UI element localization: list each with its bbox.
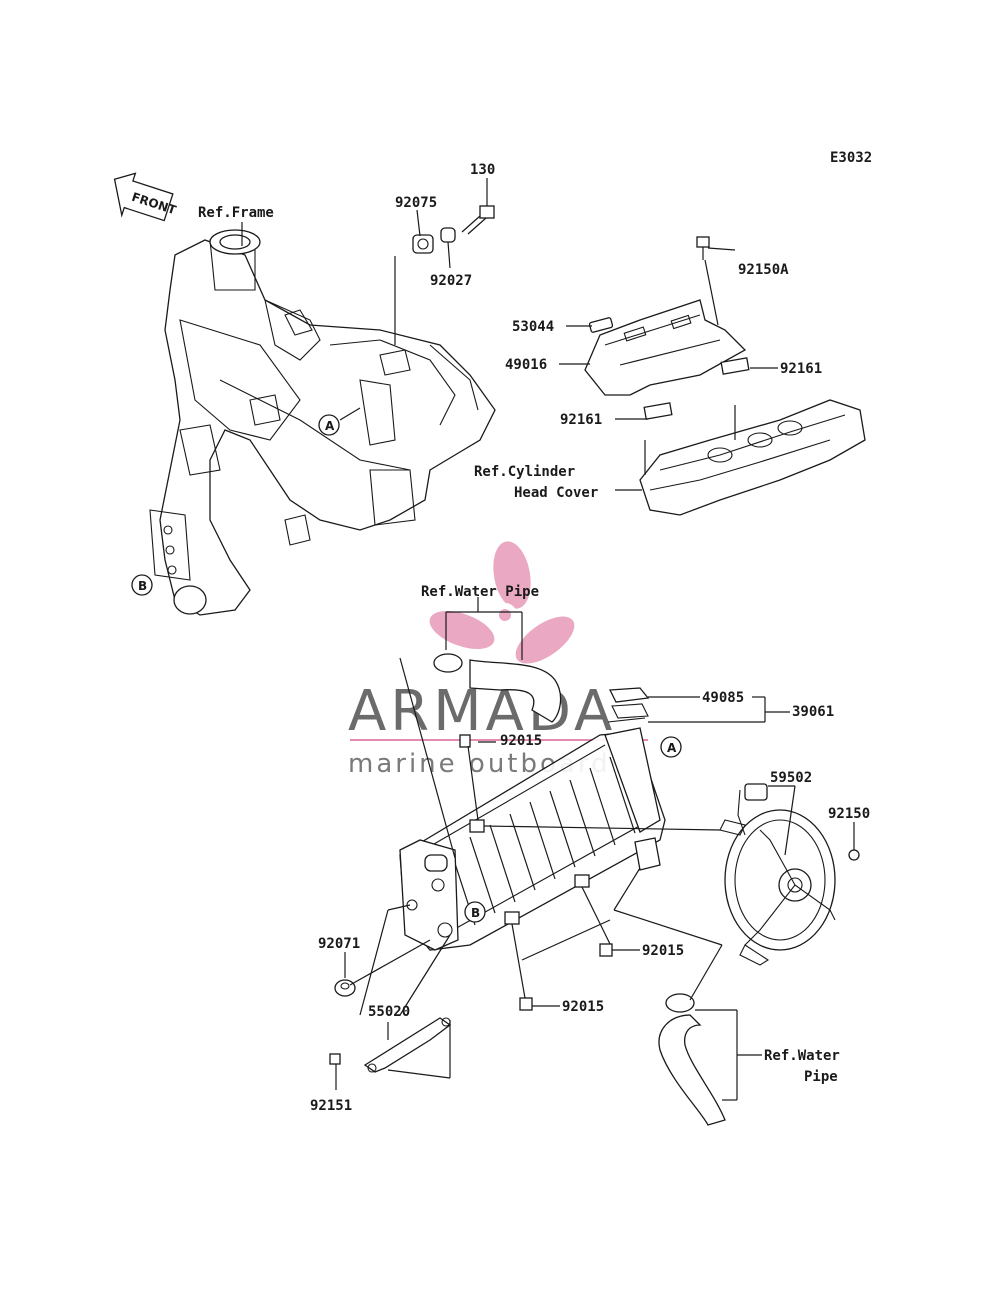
radiator-cap-49085 [607,687,650,723]
fan-assembly-59502 [719,783,836,966]
cover-plate-49016 [584,299,747,396]
damper-92161-right [720,357,750,375]
grommet-92071 [334,979,356,997]
svg-text:A: A [325,419,335,433]
clip-92015-top [459,734,471,748]
svg-text:B: B [138,579,147,593]
grommet-92075 [412,234,434,254]
marker-a-radiator: A [660,736,682,758]
ref-cylinder-label-1: Ref.Cylinder [474,464,575,480]
callout-92015-top: 92015 [500,733,542,749]
ref-frame-label: Ref.Frame [198,205,274,221]
callout-92150A: 92150A [738,262,789,278]
callout-39061: 39061 [792,704,834,720]
watermark-brand: ARMADA [348,679,616,744]
cylinder-head-cover [639,399,866,516]
callout-53044: 53044 [512,319,554,335]
bracket-55020 [363,1017,452,1073]
ref-water-pipe-bottom-label-2: Pipe [804,1069,838,1085]
hose-clamp-bottom-icon [665,993,695,1013]
callout-59502: 59502 [770,770,812,786]
ref-cylinder-label-2: Head Cover [514,485,598,501]
damper-53044 [588,317,614,333]
upper-water-hose [469,659,562,723]
callout-130: 130 [470,162,495,178]
marker-b-radiator: B [464,901,486,923]
callout-92027: 92027 [430,273,472,289]
callout-92151: 92151 [310,1098,352,1114]
hose-clamp-top-icon [433,653,463,673]
front-arrow-icon: FRONT [113,172,179,222]
clip-92015-mid [599,943,613,957]
callout-92015-low: 92015 [562,999,604,1015]
bolt-130 [461,205,495,235]
callout-55020: 55020 [368,1004,410,1020]
callout-92150: 92150 [828,806,870,822]
callout-49016: 49016 [505,357,547,373]
callout-92071: 92071 [318,936,360,952]
ref-water-pipe-bottom-label-1: Ref.Water [764,1048,840,1064]
callout-92015-mid: 92015 [642,943,684,959]
damper-92161-left [643,402,673,420]
callout-92161-left: 92161 [560,412,602,428]
svg-text:B: B [471,906,480,920]
clip-92015-low [519,997,533,1011]
diagram-code: E3032 [830,150,872,166]
collar-92027 [440,227,456,243]
callout-49085: 49085 [702,690,744,706]
lower-water-hose [658,1014,726,1126]
callout-92161-right: 92161 [780,361,822,377]
radiator [399,727,666,951]
bolt-92151 [329,1053,341,1065]
svg-text:A: A [667,741,677,755]
marker-a-frame: A [318,414,340,436]
callout-92075: 92075 [395,195,437,211]
nut-92150-icon [848,849,860,861]
bolt-92150A [696,236,710,260]
ref-water-pipe-top-label: Ref.Water Pipe [421,584,539,600]
marker-b-frame: B [131,574,153,596]
